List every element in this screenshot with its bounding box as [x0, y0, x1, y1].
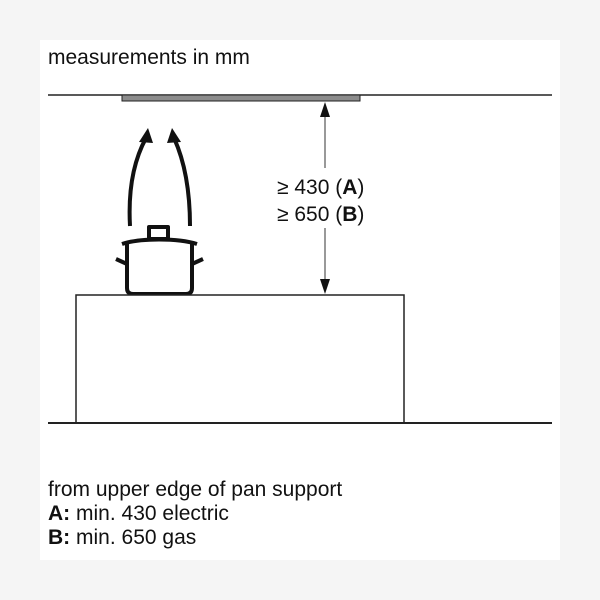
notes-intro: from upper edge of pan support: [48, 478, 343, 501]
diagram-title: measurements in mm: [48, 46, 250, 69]
countertop-cabinet: [75, 294, 405, 424]
steam-arrows-icon: [127, 137, 192, 227]
notes: from upper edge of pan support A: min. 4…: [48, 478, 342, 550]
hood-icon: [121, 94, 361, 102]
cooking-pot-icon: [115, 225, 204, 296]
dimension-label: ≥ 430 (A) ≥ 650 (B): [277, 174, 364, 228]
dimension-arrow-icon: [320, 102, 330, 294]
note-a: A: min. 430 electric: [48, 502, 229, 525]
dimension-line-a: ≥ 430 (A): [277, 176, 365, 199]
note-b: B: min. 650 gas: [48, 526, 197, 549]
dimension-line-b: ≥ 650 (B): [277, 203, 365, 226]
